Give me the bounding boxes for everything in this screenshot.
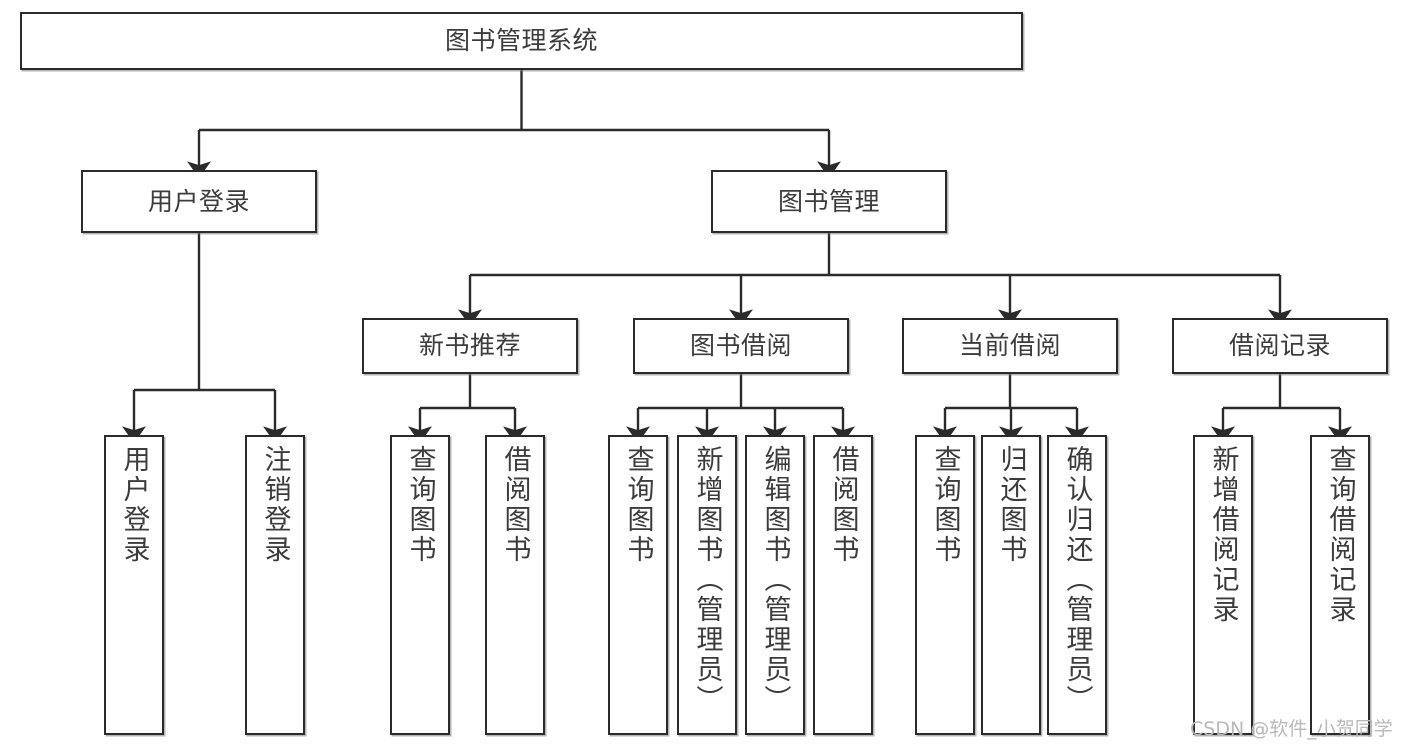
node-leaf-query-book-2[interactable]: 查询图书 xyxy=(608,435,668,735)
node-leaf-logout[interactable]: 注销登录 xyxy=(245,435,305,735)
node-label-leaf-query-book-1: 查询图书 xyxy=(404,445,436,565)
node-label-leaf-confirm-return: 确认归还（管理员） xyxy=(1061,445,1093,715)
node-label-user-login: 用户登录 xyxy=(147,186,250,216)
node-leaf-borrow-book-2[interactable]: 借阅图书 xyxy=(813,435,873,735)
node-user-login[interactable]: 用户登录 xyxy=(81,170,317,233)
node-label-new-book-rec: 新书推荐 xyxy=(418,331,521,361)
node-leaf-return-book[interactable]: 归还图书 xyxy=(981,435,1041,735)
node-leaf-query-book-3[interactable]: 查询图书 xyxy=(915,435,975,735)
node-label-current-borrow: 当前借阅 xyxy=(958,331,1061,361)
node-new-book-rec[interactable]: 新书推荐 xyxy=(362,318,578,374)
node-label-leaf-add-record: 新增借阅记录 xyxy=(1207,445,1239,625)
node-label-leaf-query-book-3: 查询图书 xyxy=(929,445,961,565)
node-leaf-add-book[interactable]: 新增图书（管理员） xyxy=(677,435,737,735)
node-label-leaf-borrow-book-1: 借阅图书 xyxy=(499,445,531,565)
node-label-leaf-return-book: 归还图书 xyxy=(995,445,1027,565)
node-label-leaf-add-book: 新增图书（管理员） xyxy=(691,445,723,715)
node-label-book-borrow: 图书借阅 xyxy=(689,331,792,361)
node-label-leaf-user-login: 用户登录 xyxy=(118,445,150,565)
node-root[interactable]: 图书管理系统 xyxy=(20,12,1023,70)
node-leaf-query-record[interactable]: 查询借阅记录 xyxy=(1310,435,1370,735)
node-label-leaf-borrow-book-2: 借阅图书 xyxy=(827,445,859,565)
node-leaf-borrow-book-1[interactable]: 借阅图书 xyxy=(485,435,545,735)
node-leaf-add-record[interactable]: 新增借阅记录 xyxy=(1193,435,1253,735)
node-borrow-record[interactable]: 借阅记录 xyxy=(1172,318,1388,374)
node-leaf-query-book-1[interactable]: 查询图书 xyxy=(390,435,450,735)
node-current-borrow[interactable]: 当前借阅 xyxy=(902,318,1118,374)
node-label-borrow-record: 借阅记录 xyxy=(1228,331,1331,361)
node-label-root: 图书管理系统 xyxy=(444,26,598,56)
node-label-book-manage: 图书管理 xyxy=(777,186,880,216)
node-leaf-edit-book[interactable]: 编辑图书（管理员） xyxy=(745,435,805,735)
node-book-borrow[interactable]: 图书借阅 xyxy=(633,318,849,374)
node-leaf-user-login[interactable]: 用户登录 xyxy=(104,435,164,735)
watermark: CSDN @软件_小贺同学 xyxy=(1190,718,1393,740)
node-book-manage[interactable]: 图书管理 xyxy=(711,170,947,233)
node-label-leaf-logout: 注销登录 xyxy=(259,445,291,565)
node-label-leaf-query-book-2: 查询图书 xyxy=(622,445,654,565)
node-leaf-confirm-return[interactable]: 确认归还（管理员） xyxy=(1047,435,1107,735)
node-label-leaf-query-record: 查询借阅记录 xyxy=(1324,445,1356,625)
node-label-leaf-edit-book: 编辑图书（管理员） xyxy=(759,445,791,715)
